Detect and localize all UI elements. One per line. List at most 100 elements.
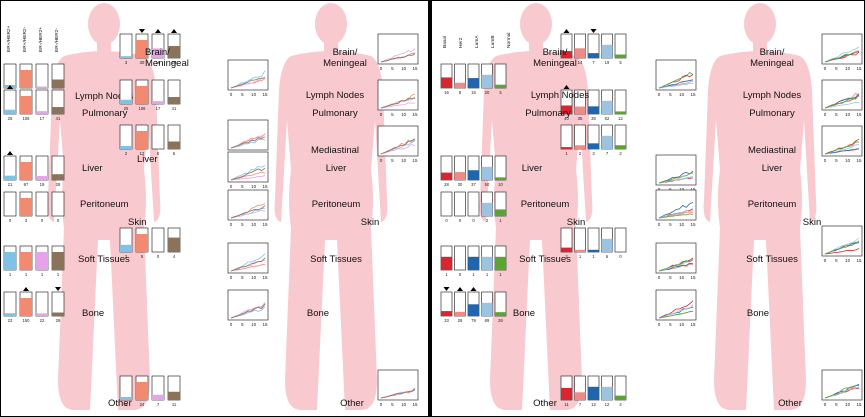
left-km-5-curve [230,301,266,319]
left-km-other2-curve [380,388,416,399]
right-km-3-xtick: 0 [658,275,661,280]
right-peritoneum-label: Peritoneum [521,199,570,210]
left-skin-count: 0 [157,254,160,259]
right-km-brain2-xtick: 10 [845,66,851,71]
left-brain-top-box [119,33,133,59]
left-lymph-box [35,89,49,115]
right-km-lymph2-curve [824,94,860,109]
right-liver-count: 37 [471,182,476,187]
left-km-other2-xtick: 5 [391,402,394,407]
right-km-skin2-xtick: 0 [824,258,827,263]
left-liver-bar [52,174,64,180]
left-km-lymph2-xtick: 5 [391,112,394,117]
right-brain-top-count: 7 [592,60,595,65]
right-km-4-xtick: 0 [658,322,661,327]
left-km-lymph2-xtick: 10 [401,112,407,117]
left-lymph-bar [20,96,32,114]
left-km-med2-curve [380,143,416,155]
left-liver-count: 28 [56,182,61,187]
left-bone-bar [20,298,32,316]
right-peritoneum-bar [495,209,506,216]
left-lymph-marker-up [7,85,13,89]
left-peritoneum-label-b: Peritoneum [312,199,361,210]
left-km-4-xtick: 5 [241,275,244,280]
right-km-1-xtick: 10 [679,187,685,192]
right-km-4-curve [658,310,694,319]
right-km-med2-curve [824,138,860,155]
right-other-label-b: Other [778,398,802,409]
right-pulmonary-label-b: Pulmonary [749,108,795,119]
right-km-4-curve [658,300,694,319]
left-peritoneum-count: 3 [25,218,28,223]
right-lymph-label-b: Lymph Nodes [743,90,802,101]
right-pulmonary-label: Pulmonary [525,108,571,119]
left-peritoneum-label: Peritoneum [80,199,129,210]
right-legend-label: LumA [474,35,480,48]
right-softtissue-bar [441,256,452,270]
left-lymph-mid-count: 17 [156,106,161,111]
right-liver-count: 30 [458,182,463,187]
left-lymph-mid-bar [168,97,180,104]
right-other-bar [601,386,613,400]
right-km-skin2-xtick: 15 [856,258,862,263]
left-lymph-count: 17 [40,116,45,121]
right-brain-label: Meningeal [533,58,577,69]
right-liver-label-b: Liver [762,163,783,174]
left-bone-box [35,291,49,317]
right-liver-label: Liver [522,163,543,174]
right-km-med2-xtick: 10 [845,158,851,163]
left-km-4-curve [230,257,266,272]
left-liver-count: 19 [40,182,45,187]
left-other-count: 24 [140,402,145,407]
left-km-other2-xtick: 15 [412,402,418,407]
right-brain-count: 8 [459,90,462,95]
left-mediastinal-count: 0 [157,151,160,156]
left-other-label: Other [108,398,132,409]
torso-legs [703,51,817,410]
left-other-bar [168,391,180,400]
head [744,3,776,45]
right-km-other2-xtick: 15 [856,402,862,407]
right-skin-bar [601,238,613,252]
left-brain-top-count: 3 [125,60,128,65]
left-other-count: 11 [172,402,177,407]
right-brain-bar [441,77,452,88]
left-km-3-curve [230,205,266,219]
left-km-brain2-curve [380,53,416,63]
right-peritoneum-box [454,191,466,217]
right-peritoneum-bar [481,202,493,216]
right-lymph-label: Lymph Nodes [531,90,590,101]
left-pulmonary-label: Pulmonary [82,108,128,119]
right-lymph-bar [561,105,572,114]
right-liver-bar [441,172,452,180]
left-km-5-xtick: 10 [251,322,257,327]
right-bone-count: 33 [444,318,449,323]
neck [753,42,767,54]
right-km-med2-xtick: 5 [835,158,838,163]
left-km-5-curve [230,303,266,319]
left-km-2-curve [230,171,266,181]
right-km-2-curve [658,209,694,219]
left-brain-top-count: 30 [140,60,145,65]
right-bone-marker-up [470,287,477,291]
left-lymph-bar [36,111,48,114]
left-km-lymph2-curve [380,97,416,109]
right-km-1-curve [658,172,694,184]
right-km-2-xtick: 10 [679,222,685,227]
right-km-lymph2-xtick: 10 [845,112,851,117]
left-softtissue-bar [4,252,16,270]
right-km-skin2-curve [824,240,860,255]
right-brain-top-count: 19 [605,60,610,65]
right-km-med2-xtick: 0 [824,158,827,163]
right-km-other2-xtick: 5 [835,402,838,407]
right-km-0-xtick: 5 [669,92,672,97]
right-mediastinal-count: 2 [579,151,582,156]
right-lymph-bar [601,100,613,114]
left-softtissue-count: 1 [41,272,44,277]
right-other-count: 4 [619,402,622,407]
right-km-1-curve [658,176,694,184]
right-softtissue-count: 1 [445,272,448,277]
right-km-other2-xtick: 0 [824,402,827,407]
left-km-2-xtick: 10 [251,184,257,189]
